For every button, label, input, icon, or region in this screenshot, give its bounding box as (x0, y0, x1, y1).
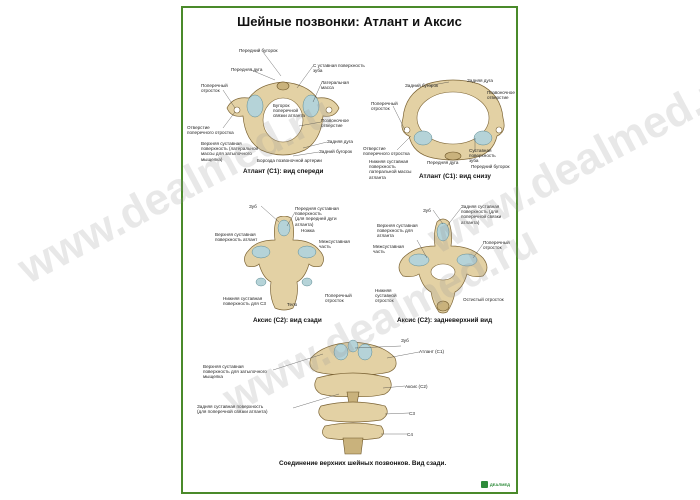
poster-title: Шейные позвонки: Атлант и Аксис (237, 14, 462, 29)
fig1-label-superior-facet: Верхняя суставная поверхность (латеральн… (201, 141, 259, 162)
fig1-label-artery-groove: Борозда позвоночной артерии (257, 158, 322, 163)
fig4-caption: Аксис (С2): задневерхний вид (397, 317, 493, 324)
axis-posterosuperior-illustration (398, 218, 488, 314)
fig1-label-posterior-arch: Задняя дуга (327, 139, 353, 144)
fig3-label-posterior-facet: Передняя суставная поверхность (для пере… (295, 206, 339, 227)
fig1-label-ligament-tubercle: Бугорок поперечной связки атланта (273, 103, 305, 119)
cervical-junction-illustration (309, 339, 397, 455)
logo-mark-icon (480, 481, 488, 488)
fig2-caption: Атлант (С1): вид снизу (419, 173, 491, 180)
fig1-label-lateral-mass: Латеральная масса (321, 80, 349, 91)
publisher-logo: ДЕАЛМЕД (480, 481, 510, 488)
fig3-label-pedicle: Ножка (301, 228, 315, 233)
fig3-label-transverse-process: Поперечный отросток (325, 293, 352, 304)
fig1-label-transverse-process: Поперечный отросток (201, 83, 228, 94)
atlas-front-illustration (226, 81, 340, 156)
fig1-label-posterior-tubercle: Задний бугорок (319, 149, 353, 154)
fig1-label-vertebral-foramen: Позвоночное отверстие (321, 118, 349, 129)
fig2-label-posterior-arch: Задняя дуга (467, 78, 493, 83)
fig1-label-anterior-arch: Передняя дуга (231, 67, 263, 72)
fig5-label-c3: С3 (409, 411, 415, 416)
fig5-label-atlas: Атлант (С1) (419, 349, 445, 354)
fig3-label-dens: Зуб (249, 204, 257, 209)
axis-posterior-illustration (244, 216, 324, 311)
fig1-caption: Атлант (С1): вид спереди (243, 168, 324, 175)
fig2-label-transverse-foramen: Отверстие поперечного отростка (363, 146, 410, 157)
fig2-label-inferior-facet: Нижняя суставная поверхность латеральной… (369, 159, 412, 180)
atlas-bottom-illustration (401, 79, 505, 161)
fig1-label-transverse-foramen: Отверстие поперечного отростка (187, 125, 234, 136)
fig4-label-inferior-facet: Нижняя суставной отросток (375, 288, 397, 304)
fig5-label-superior-facet: Верхняя суставная поверхность для затыло… (203, 364, 267, 380)
fig4-label-interarticular: Межсуставная часть (373, 244, 404, 255)
fig5-label-axis: Аксис (С2) (405, 384, 428, 389)
fig1-label-anterior-tubercle: Передний бугорок (239, 48, 278, 53)
fig2-label-anterior-tubercle: Передний бугорок (471, 164, 510, 169)
fig3-label-superior-facet: Верхняя суставная поверхность атлант (215, 232, 258, 243)
fig2-label-anterior-arch: Передняя дуга (427, 160, 459, 165)
fig4-label-transverse-process: Поперечный отросток (483, 240, 510, 251)
fig4-label-dens: Зуб (423, 208, 431, 213)
fig1-label-dens-facet: С уставная поверхность зуба (313, 63, 365, 74)
fig4-label-spinous-process: Остистый отросток (463, 297, 504, 302)
fig3-label-interarticular: Межсуставная часть (319, 239, 350, 250)
anatomy-poster: Шейные позвонки: Атлант и Аксис Передний… (181, 6, 518, 494)
fig5-label-dens: Зуб (401, 338, 409, 343)
fig4-label-superior-facet: Верхняя суставная поверхность для атлант… (377, 223, 418, 239)
logo-text: ДЕАЛМЕД (489, 481, 510, 487)
fig3-label-inferior-facet: Нижняя суставная поверхность для С3 (223, 296, 266, 307)
fig5-label-c4: С4 (407, 432, 413, 437)
fig3-label-body: Тело (287, 302, 298, 307)
fig3-caption: Аксис (С2): вид сзади (253, 317, 322, 324)
fig2-label-vertebral-foramen: Позвоночное отверстие (487, 90, 515, 101)
leader-lines (222, 51, 484, 435)
fig2-label-transverse-process: Поперечный отросток (371, 101, 398, 112)
fig5-caption: Соединение верхних шейных позвонков. Вид… (279, 460, 447, 467)
fig5-label-posterior-facet: Задняя суставная поверхность (для попере… (197, 404, 268, 415)
fig4-label-posterior-facet: Задняя суставная поверхность (для попере… (461, 204, 502, 225)
fig2-label-dens-facet: Суставная поверхность зуба (469, 148, 496, 164)
